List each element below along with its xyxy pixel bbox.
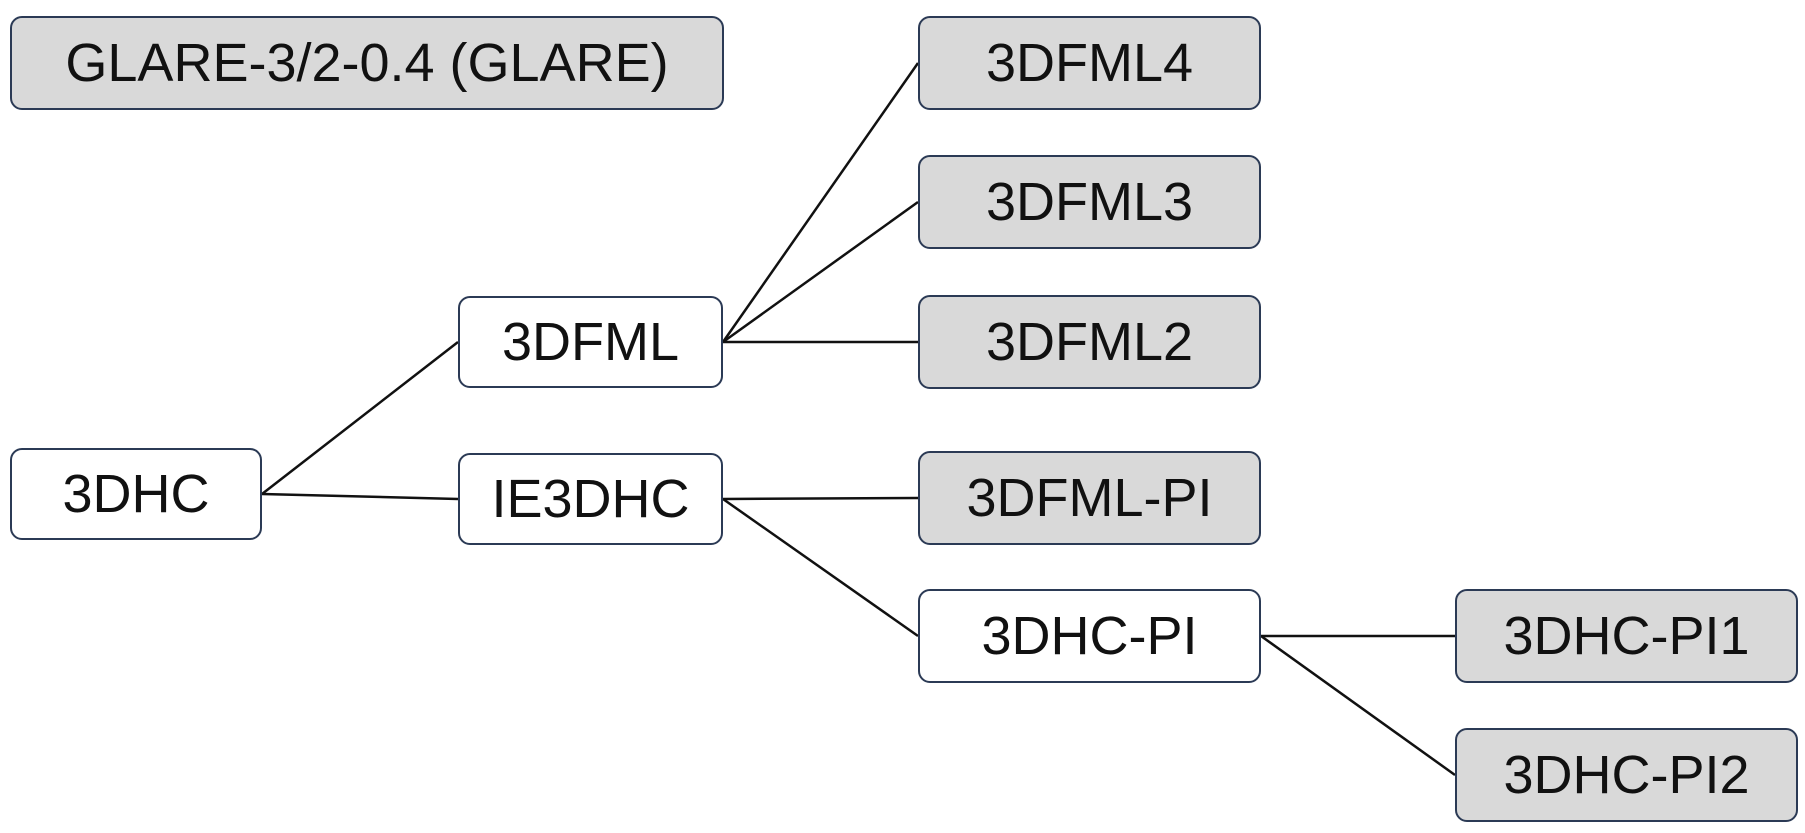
node-3dfml: 3DFML [458,296,723,388]
node-glare-reference: GLARE-3/2-0.4 (GLARE) [10,16,724,110]
edge-3dfml-3dfml4 [721,62,920,343]
edge-3dhc-ie3dhc [261,492,459,501]
node-3dfml3: 3DFML3 [918,155,1261,249]
node-3dfml2: 3DFML2 [918,295,1261,389]
node-ie3dhc: IE3DHC [458,453,723,545]
edge-3dhcpi-3dhcpi2 [1260,634,1456,777]
edge-ie3dhc-3dhcpi [722,497,919,638]
node-3dhc-pi: 3DHC-PI [918,589,1261,683]
node-3dfml4: 3DFML4 [918,16,1261,110]
node-3dhc-pi1: 3DHC-PI1 [1455,589,1798,683]
edge-3dfml-3dfml3 [722,200,919,344]
node-3dhc-pi2: 3DHC-PI2 [1455,728,1798,822]
edge-ie3dhc-3dfmlpi [722,496,919,501]
node-3dhc: 3DHC [10,448,262,540]
node-3dfml-pi: 3DFML-PI [918,451,1261,545]
edge-3dhc-3dfml [261,341,459,495]
